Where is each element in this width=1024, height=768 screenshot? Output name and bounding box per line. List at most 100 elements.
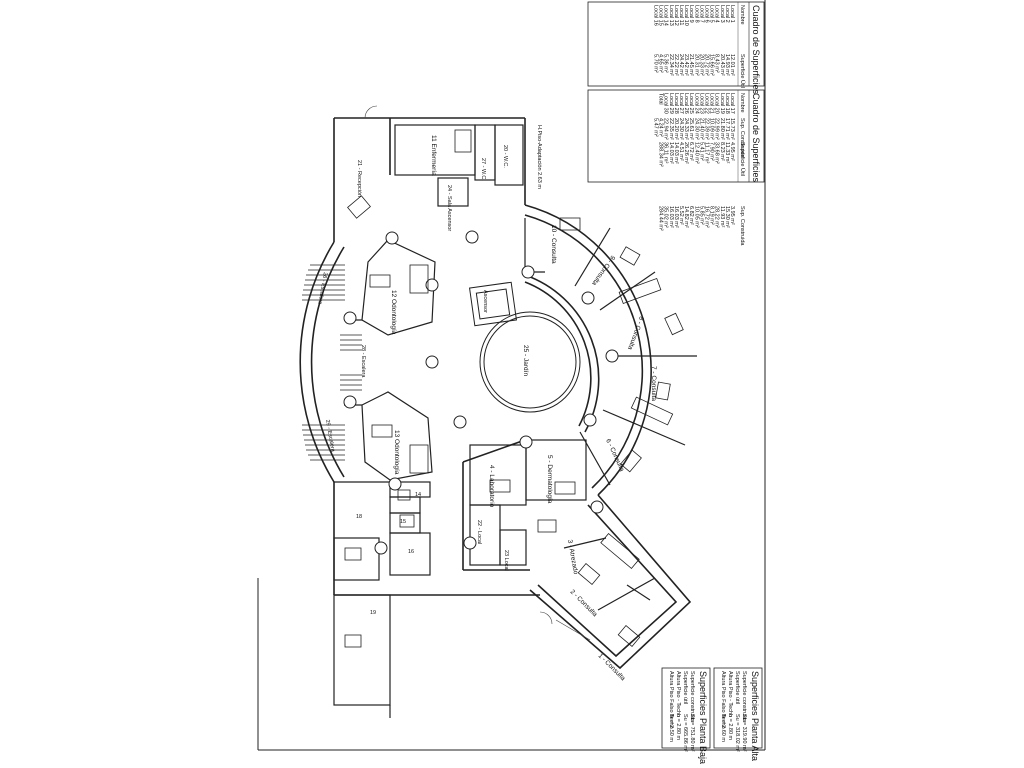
- table-cell: 25.61 m²: [688, 118, 694, 140]
- elevator-label: Ascensor: [482, 290, 488, 313]
- table-cell: Local 29: [668, 93, 674, 114]
- summary-planta-baja-title: Superficies Planta Baja: [698, 671, 708, 764]
- table-cell: 12.01 m²: [729, 54, 735, 76]
- table-cell: 17.71 m²: [724, 118, 730, 140]
- table-cell: Local 3: [719, 5, 725, 23]
- summary-line-value: Sc = 319.90 m²: [741, 714, 747, 752]
- room-label-2: 2 - Consulta: [569, 588, 599, 618]
- table-cell: 16.03 m²: [668, 206, 674, 228]
- elevator: [468, 281, 518, 327]
- sheet-frame: [257, 0, 766, 751]
- table-cell: 5.36 m²: [663, 54, 669, 73]
- summary-line-value: hr = 2.50 m: [668, 714, 674, 742]
- table-cell: Local 27: [678, 93, 684, 114]
- table-cell: 20.20 m²: [673, 118, 679, 140]
- table-cell: 24.30 m²: [678, 118, 684, 140]
- stairs: [302, 264, 362, 461]
- table-cell: 22.39 m²: [704, 118, 710, 140]
- summary-line-value: h = 2.80 m: [727, 714, 733, 741]
- table-cell: 4.65 m²: [658, 54, 664, 73]
- table-cell: 15.30 m²: [724, 206, 730, 228]
- table-cell: 22.99 m²: [714, 118, 720, 140]
- summary-line-label: Altura Piso - Techo: [675, 671, 681, 717]
- table-cell: 24.33 m²: [683, 118, 689, 140]
- table-cell: Local 13: [668, 5, 674, 26]
- room-label-28: 28 - Escalera: [360, 345, 366, 378]
- room-label-15: 15: [400, 519, 406, 525]
- table-cell: 11.17 m²: [704, 142, 710, 163]
- room-label-24: 24 - Sala Ascensor: [446, 185, 452, 231]
- table-cell: 14.03 m²: [668, 142, 674, 164]
- table-cell: 11.33 m²: [724, 142, 730, 163]
- table-cell: 10.09 m²: [709, 118, 715, 140]
- room-label-21: 21 - Recepción: [356, 160, 362, 197]
- table-cell: 26.26 m²: [683, 142, 689, 164]
- table-cell: 4.95 m²: [729, 142, 735, 161]
- table-cell: 24.42 m²: [678, 54, 684, 76]
- bottom-left-rooms: [333, 481, 431, 718]
- summary-line-label: Superficie construida: [689, 671, 695, 723]
- room-label-13: 13 Odontología: [393, 430, 400, 475]
- summary-line-label: Altura Piso - Techo: [727, 671, 733, 717]
- summary-line-label: Superficie construida: [741, 671, 747, 723]
- table-cell: Local 2: [724, 5, 730, 23]
- table-cell: 5.52 m²: [678, 206, 684, 225]
- table-cell: Local 6: [704, 5, 710, 23]
- consulta-partitions: [524, 218, 697, 611]
- table-cell: 284.44 m²: [658, 206, 664, 231]
- table-cell: 14.82 m²: [683, 206, 689, 228]
- table-cell: 288.34 m²: [658, 142, 664, 167]
- table-cell: 3.95 m²: [729, 206, 735, 225]
- table-cell: Local 22: [704, 93, 710, 114]
- area-table-1-title: Cuadro de Superficies: [751, 5, 761, 95]
- table-header-cell: Nombre: [739, 5, 745, 25]
- room-label-20: 20 - W.C.: [502, 145, 508, 168]
- summary-planta-alta-title: Superficies Planta Alta: [750, 671, 760, 761]
- table-cell: 7.90 m²: [709, 142, 715, 161]
- table-cell: 33.68 m²: [714, 142, 720, 164]
- table-cell: 20.43 m²: [719, 54, 725, 76]
- columns: [343, 230, 619, 555]
- summary-line-value: Su = 665.86 m²: [682, 714, 688, 752]
- room-label-8: 8 - Consulta: [626, 315, 645, 351]
- table-cell: 6.72 m²: [688, 142, 694, 161]
- room-label-11: 11 Enfermería: [430, 135, 437, 176]
- table-cell: Local 28: [673, 93, 679, 114]
- table-cell: Total: [658, 93, 664, 105]
- table-cell: 28.22 m²: [714, 206, 720, 228]
- table-cell: 20.72 m²: [704, 54, 710, 76]
- room-label-12: 12 Odontología: [390, 290, 397, 335]
- table-cell: Local 30: [663, 93, 669, 114]
- table-cell: Local 20: [714, 93, 720, 114]
- room-label-1: 1 - Consulta: [597, 652, 627, 682]
- table-cell: 35.02 m²: [663, 206, 669, 228]
- table-cell: Local 10: [683, 5, 689, 26]
- table-cell: Local 21: [709, 93, 715, 114]
- room-label-26: 26 - Escalera: [316, 272, 328, 306]
- table-cell: 21.40 m²: [698, 118, 704, 140]
- summary-line-label: Superficie útil: [734, 671, 740, 704]
- room-label-16: 16: [408, 549, 414, 555]
- summary-planta-baja: Superficies Planta Baja Superficie const…: [661, 667, 711, 764]
- table-cell: 4.51 m²: [678, 142, 684, 161]
- table-cell: Local 5: [709, 5, 715, 23]
- room-label-27: 27 - W.C.: [480, 158, 486, 181]
- lab-rooms: [469, 439, 587, 566]
- table-cell: 21.80 m²: [719, 118, 725, 140]
- table-cell: Local 26: [683, 93, 689, 114]
- table-cell: 15.73 m²: [729, 118, 735, 140]
- table-cell: Local 1: [729, 5, 735, 23]
- room-label-6: 6 - Consulta: [604, 438, 625, 473]
- table-cell: 22.22 m²: [673, 54, 679, 76]
- table-cell: Local 12: [673, 5, 679, 26]
- furniture: [344, 129, 684, 648]
- summary-line-label: Altura Piso Falso Techo: [668, 671, 674, 729]
- door-swings: [364, 105, 591, 641]
- table-cell: 5.70 m²: [653, 54, 659, 73]
- table-cell: Local 18: [724, 93, 730, 114]
- table-cell: Local 4: [714, 5, 720, 23]
- table-cell: 20.33 m²: [698, 54, 704, 76]
- table-cell: 24.30 m²: [693, 118, 699, 140]
